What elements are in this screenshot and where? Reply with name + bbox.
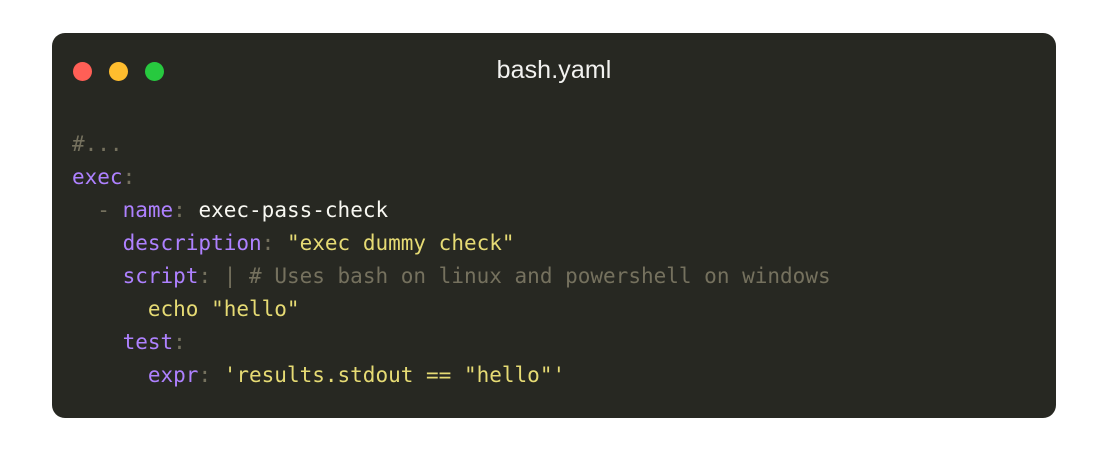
code-indent: [72, 297, 148, 321]
code-token-string: 'results.stdout == "hello"': [211, 363, 566, 387]
code-line: - name: exec-pass-check: [72, 194, 1056, 227]
code-line: script: | # Uses bash on linux and power…: [72, 260, 1056, 293]
code-window: bash.yaml #... exec: - name: exec-pass-ch…: [52, 33, 1056, 418]
maximize-window-button[interactable]: [145, 62, 164, 81]
code-token-punct: :: [198, 264, 212, 288]
code-token-dash: -: [97, 198, 123, 222]
code-token-key: exec: [72, 165, 123, 189]
window-titlebar: bash.yaml: [52, 33, 1056, 95]
code-block: #... exec: - name: exec-pass-check descri…: [52, 95, 1056, 392]
code-indent: [72, 330, 123, 354]
code-line: expr: 'results.stdout == "hello"': [72, 359, 1056, 392]
code-token-key: description: [122, 231, 262, 255]
code-line: echo "hello": [72, 293, 1056, 326]
code-token-comment: # Uses bash on linux and powershell on w…: [236, 264, 831, 288]
code-token-string: echo "hello": [147, 297, 300, 321]
code-line: exec:: [72, 161, 1056, 194]
code-line: #...: [72, 128, 1056, 161]
code-indent: [72, 198, 97, 222]
code-token-pipe: |: [211, 264, 237, 288]
code-token-key: expr: [147, 363, 199, 387]
code-token-plain: exec-pass-check: [185, 198, 389, 222]
code-token-punct: :: [173, 330, 186, 354]
window-title: bash.yaml: [496, 56, 612, 84]
code-token-punct: :: [122, 165, 136, 189]
close-window-button[interactable]: [73, 62, 92, 81]
code-line: test:: [72, 326, 1056, 359]
minimize-window-button[interactable]: [109, 62, 128, 81]
code-token-punct: :: [261, 231, 275, 255]
code-line: description: "exec dummy check": [72, 227, 1056, 260]
code-token-punct: :: [173, 198, 186, 222]
code-indent: [72, 363, 148, 387]
traffic-light-buttons: [73, 62, 164, 81]
code-token-key: name: [122, 198, 174, 222]
code-token-punct: :: [198, 363, 212, 387]
code-token-string: "exec dummy check": [274, 231, 515, 255]
code-indent: [72, 264, 123, 288]
code-token-comment: #...: [72, 132, 123, 156]
code-indent: [72, 231, 123, 255]
code-token-key: script: [122, 264, 199, 288]
code-token-key: test: [122, 330, 174, 354]
